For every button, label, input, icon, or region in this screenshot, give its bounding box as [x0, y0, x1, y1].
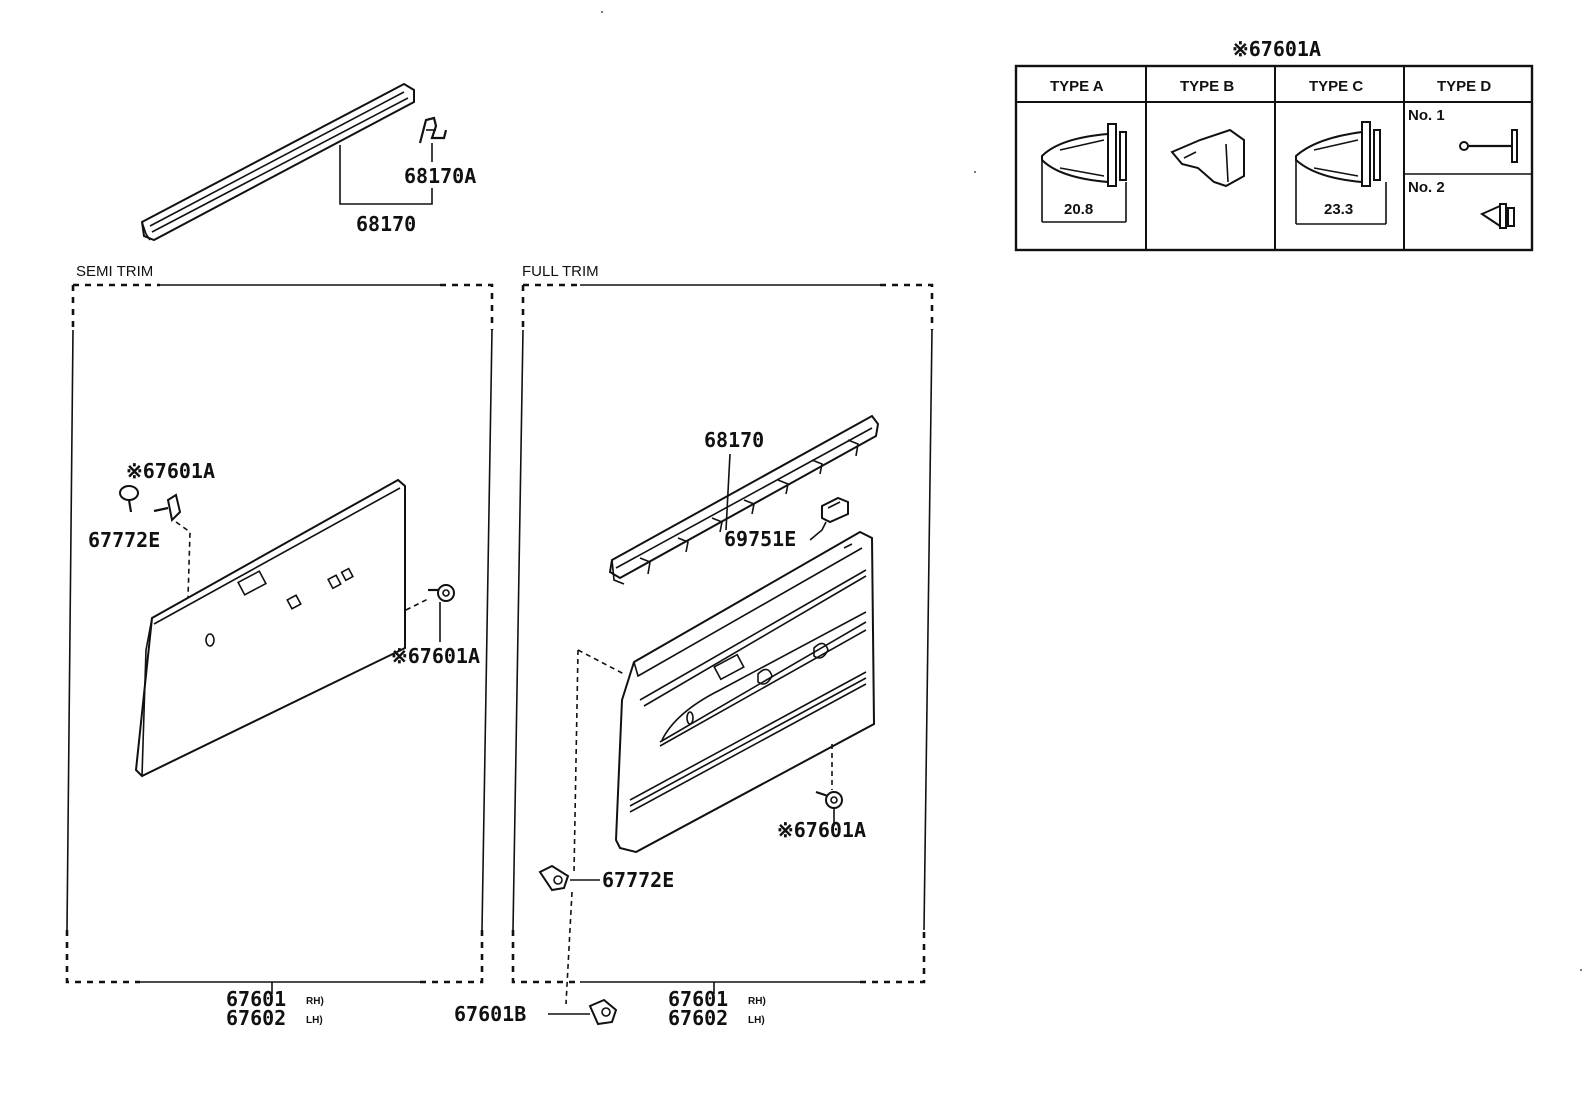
clip-table-header-type-b: TYPE B	[1180, 78, 1234, 95]
type-d-no2-label: No. 2	[1408, 179, 1445, 196]
scan-speck	[601, 11, 603, 13]
clip-table-header-type-c: TYPE C	[1309, 78, 1363, 95]
label-68170-full: 68170	[704, 428, 764, 452]
label-full-lh: LH)	[748, 1015, 765, 1026]
clip-67601A-full	[815, 790, 843, 809]
label-67601-full: 67601	[668, 987, 728, 1011]
label-67772E-semi: 67772E	[88, 528, 160, 552]
type-d-no1-pin-drawing	[1459, 129, 1518, 163]
semi-trim-title: SEMI TRIM	[76, 263, 153, 280]
type-c-clip-drawing	[1295, 121, 1387, 225]
weatherstrip-68170	[140, 82, 415, 242]
clip-table-header-type-a: TYPE A	[1050, 78, 1104, 95]
label-67601A-semi-top: ※67601A	[126, 459, 215, 483]
label-67601A-semi-side: ※67601A	[391, 644, 480, 668]
full-trim-frame	[511, 283, 934, 984]
scan-speck	[1580, 969, 1582, 971]
scan-speck	[974, 171, 976, 173]
semi-trim-frame	[65, 283, 494, 984]
type-d-no2-clip-drawing	[1479, 203, 1515, 229]
label-69751E: 69751E	[724, 527, 796, 551]
label-semi-lh: LH)	[306, 1015, 323, 1026]
label-68170A: 68170A	[404, 164, 476, 188]
clip-67601B	[588, 998, 618, 1026]
type-c-dimension: 23.3	[1324, 201, 1353, 218]
clip-type-table	[1014, 64, 1534, 252]
clip-68170A	[418, 116, 448, 144]
type-b-clip-drawing	[1170, 128, 1245, 188]
inner-weatherstrip-68170	[608, 414, 880, 585]
type-d-no1-label: No. 1	[1408, 107, 1445, 124]
label-67601B: 67601B	[454, 1002, 526, 1026]
label-67601A-full: ※67601A	[777, 818, 866, 842]
full-trim-door-panel	[614, 530, 876, 854]
type-a-clip-drawing	[1041, 123, 1127, 223]
clip-table-title: ※67601A	[1232, 37, 1321, 61]
label-full-rh: RH)	[748, 996, 766, 1007]
type-a-dimension: 20.8	[1064, 201, 1093, 218]
clip-67772E-full	[538, 864, 570, 892]
label-67602-semi: 67602	[226, 1006, 286, 1030]
semi-trim-door-panel	[134, 478, 406, 778]
clip-67601A-semi-top	[153, 493, 182, 523]
label-67772E-full: 67772E	[602, 868, 674, 892]
clip-69751E	[821, 496, 849, 524]
label-67601-semi: 67601	[226, 987, 286, 1011]
label-68170-top: 68170	[356, 212, 416, 236]
clip-table-header-type-d: TYPE D	[1437, 78, 1491, 95]
clip-67772E-semi	[119, 485, 139, 513]
clip-67601A-semi-side	[428, 584, 455, 602]
label-semi-rh: RH)	[306, 996, 324, 1007]
full-trim-title: FULL TRIM	[522, 263, 599, 280]
label-67602-full: 67602	[668, 1006, 728, 1030]
